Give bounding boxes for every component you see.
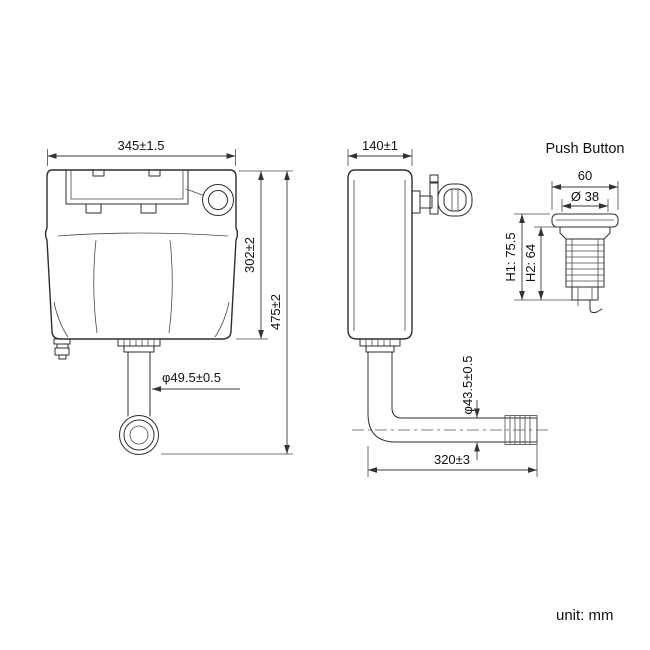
dimension-pipe-diameter: φ43.5±0.5 — [460, 356, 480, 460]
cistern-tank-outline — [44, 169, 239, 340]
dimension-button-h2: H2: 64 — [523, 226, 560, 300]
dim-button-diameter-label: Ø 38 — [571, 189, 599, 204]
dim-front-width-label: 345±1.5 — [118, 138, 165, 153]
dim-tank-height-label: 302±2 — [242, 237, 257, 273]
dimension-outlet-diameter: φ49.5±0.5 — [152, 370, 240, 392]
front-view: 345±1.5 302±2 475±2 φ49.5±0.5 — [44, 138, 293, 455]
inspection-cap — [185, 184, 234, 216]
inlet-valve — [53, 338, 71, 360]
dimension-pipe-length: 320±3 — [367, 445, 538, 477]
flush-pipe — [352, 338, 548, 445]
dimension-front-width: 345±1.5 — [47, 138, 236, 166]
dimension-button-width: 60 — [551, 168, 619, 210]
dimension-side-width: 140±1 — [347, 138, 413, 166]
dim-outlet-diameter-label: φ49.5±0.5 — [162, 370, 221, 385]
unit-note: unit: mm — [556, 607, 614, 624]
push-button-assembly-side — [411, 174, 473, 217]
dim-pipe-diameter-label: φ43.5±0.5 — [460, 356, 475, 415]
push-button-title: Push Button — [546, 141, 625, 157]
push-button-detail: Push Button 60 Ø 38 — [503, 141, 625, 314]
outlet-pipe — [117, 338, 161, 455]
dimension-tank-height: 302±2 — [236, 170, 293, 340]
dim-side-width-label: 140±1 — [362, 138, 398, 153]
dim-button-h1-label: H1: 75.5 — [503, 232, 518, 281]
side-view: 140±1 φ43.5±0.5 320±3 — [347, 138, 548, 477]
dim-total-height-label: 475±2 — [268, 294, 283, 330]
push-button-body — [551, 213, 619, 314]
dim-button-h2-label: H2: 64 — [523, 244, 538, 282]
dimension-total-height: 475±2 — [161, 171, 293, 455]
cistern-side-outline — [347, 169, 413, 340]
dimension-button-diameter: Ø 38 — [561, 189, 609, 212]
dim-button-width-label: 60 — [578, 168, 592, 183]
dim-pipe-length-label: 320±3 — [434, 452, 470, 467]
dimension-button-h1: H1: 75.5 — [503, 213, 572, 301]
